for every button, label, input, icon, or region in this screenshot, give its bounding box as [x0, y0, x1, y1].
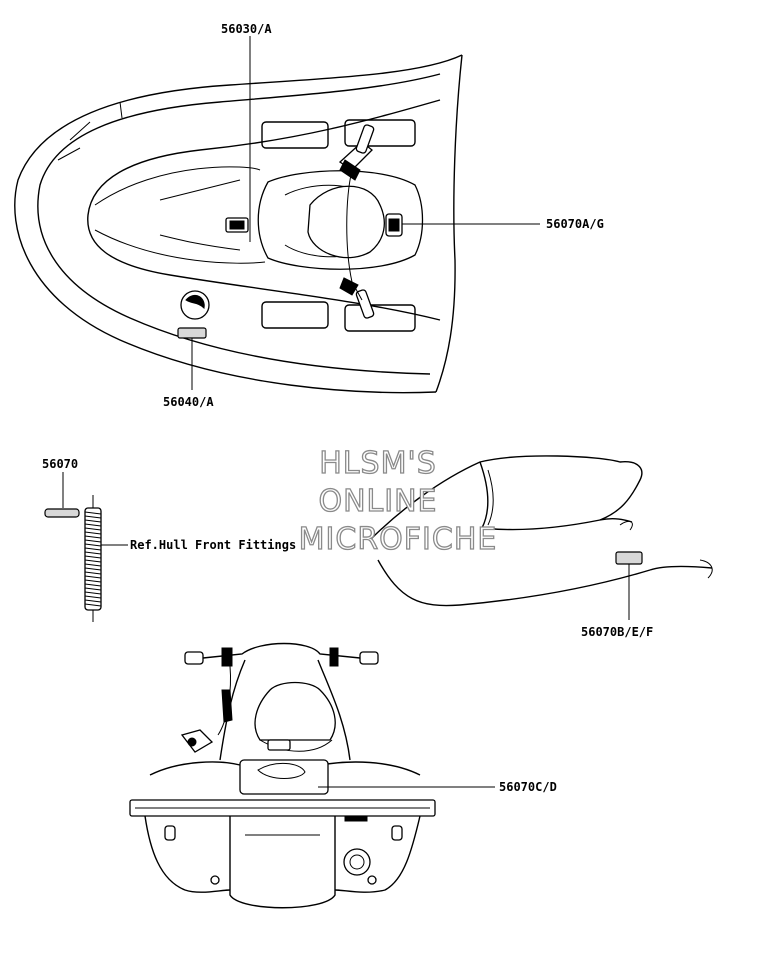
label-and-spring-detail: 56070 Ref.Hull Front Fittings	[42, 457, 296, 622]
watermark-line-2: ONLINE	[318, 484, 437, 519]
callout-deck-left: 56040/A	[163, 395, 214, 409]
callout-steering: 56070A/G	[546, 217, 604, 231]
watermark-line-3: MICROFICHE	[299, 522, 498, 557]
callout-seat-top: 56030/A	[221, 22, 272, 36]
reference-text: Ref.Hull Front Fittings	[130, 538, 296, 552]
callout-label-part: 56070	[42, 457, 78, 471]
callout-rear: 56070C/D	[499, 780, 557, 794]
watermark: HLSM'S ONLINE MICROFICHE	[298, 445, 498, 557]
top-view-watercraft	[14, 54, 463, 394]
watermark-line-1: HLSM'S	[319, 446, 437, 481]
callout-side: 56070B/E/F	[581, 625, 653, 639]
rear-view-watercraft	[129, 642, 436, 909]
side-view-watercraft	[369, 455, 713, 620]
